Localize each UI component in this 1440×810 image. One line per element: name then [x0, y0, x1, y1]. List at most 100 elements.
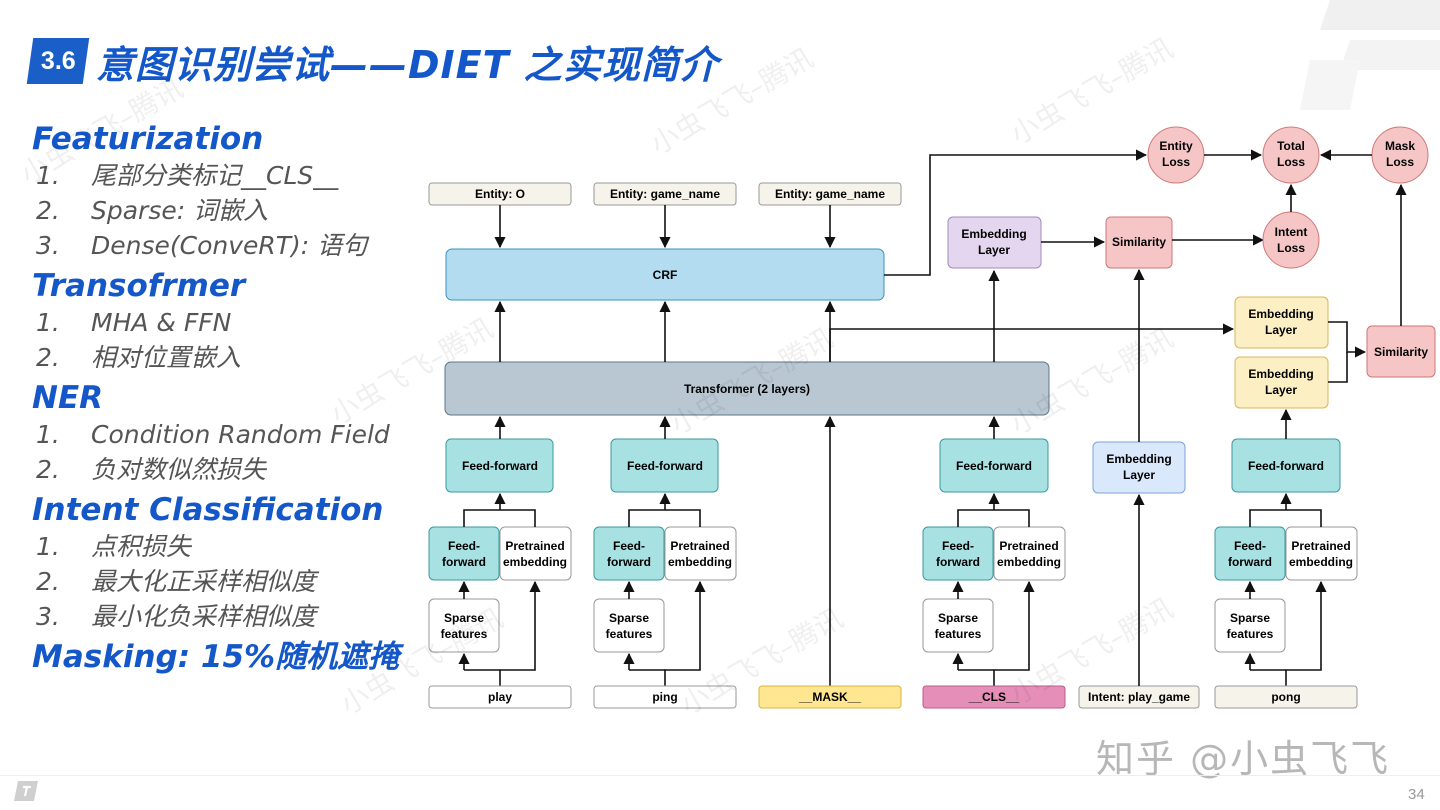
slide-title: 意图识别尝试——DIET 之实现简介	[96, 43, 719, 87]
svg-text:embedding: embedding	[503, 555, 567, 569]
mask-similarity: Similarity	[1366, 325, 1436, 378]
list-item: 3.最小化负采样相似度	[36, 602, 317, 631]
token-mask: __MASK__	[758, 685, 902, 709]
section-heading: Masking: 15%随机遮掩	[32, 639, 400, 675]
section-heading: NER	[32, 380, 103, 416]
feed-forward-block: Feed-forward	[1231, 438, 1341, 493]
crf-block: CRF	[445, 248, 885, 301]
svg-text:Feed-forward: Feed-forward	[627, 459, 703, 473]
footer-logo-icon	[14, 781, 38, 801]
svg-text:forward: forward	[607, 555, 651, 569]
svg-text:Layer: Layer	[1265, 383, 1297, 397]
svg-text:Intent: Intent	[1275, 225, 1308, 239]
svg-text:Embedding: Embedding	[1248, 367, 1313, 381]
feed-forward-block: Feed-forward	[939, 438, 1049, 493]
svg-text:Intent: play_game: Intent: play_game	[1088, 690, 1190, 704]
svg-text:Entity: game_name: Entity: game_name	[775, 187, 885, 201]
svg-text:Loss: Loss	[1162, 155, 1190, 169]
svg-text:Pretrained: Pretrained	[999, 539, 1058, 553]
entity-label: Entity: game_name	[593, 182, 737, 206]
svg-text:embedding: embedding	[997, 555, 1061, 569]
list-item: 1.尾部分类标记__CLS__	[36, 161, 339, 190]
total-loss: Total Loss	[1262, 126, 1320, 184]
svg-text:Pretrained: Pretrained	[1291, 539, 1350, 553]
intent-similarity: Similarity	[1105, 216, 1173, 269]
cls-embedding-layer: Embedding Layer	[947, 216, 1042, 269]
entity-loss: Entity Loss	[1147, 126, 1205, 184]
section-transformer: Transofrmer 1.MHA & FFN 2.相对位置嵌入	[32, 267, 432, 375]
list-item: 1.点积损失	[36, 532, 192, 561]
section-heading: Intent Classification	[32, 492, 384, 528]
section-masking: Masking: 15%随机遮掩	[32, 638, 432, 676]
entity-label: Entity: O	[428, 182, 572, 206]
token-encoder-group: Feed- forward Pretrained embedding Spars…	[593, 492, 737, 686]
feed-forward-block: Feed-forward	[445, 438, 554, 493]
intent-loss: Intent Loss	[1262, 211, 1320, 269]
mask-loss: Mask Loss	[1371, 126, 1429, 184]
svg-text:__CLS__: __CLS__	[968, 690, 1020, 704]
svg-text:Feed-: Feed-	[448, 539, 480, 553]
svg-text:Layer: Layer	[1265, 323, 1297, 337]
svg-text:Embedding: Embedding	[1106, 452, 1171, 466]
svg-text:Similarity: Similarity	[1112, 235, 1166, 249]
footer-divider	[0, 775, 1440, 776]
section-ner: NER 1.Condition Random Field 2.负对数似然损失	[32, 379, 432, 487]
svg-text:Feed-: Feed-	[942, 539, 974, 553]
svg-text:embedding: embedding	[1289, 555, 1353, 569]
svg-text:Pretrained: Pretrained	[505, 539, 564, 553]
svg-text:Sparse: Sparse	[1230, 611, 1270, 625]
token-pong: pong	[1214, 685, 1358, 709]
svg-text:features: features	[441, 627, 488, 641]
svg-text:Embedding: Embedding	[961, 227, 1026, 241]
svg-text:Total: Total	[1277, 139, 1305, 153]
svg-text:Entity: O: Entity: O	[475, 187, 525, 201]
svg-text:Loss: Loss	[1277, 241, 1305, 255]
svg-text:Feed-forward: Feed-forward	[1248, 459, 1324, 473]
svg-text:features: features	[606, 627, 653, 641]
page-number: 34	[1408, 786, 1425, 803]
svg-text:Feed-: Feed-	[613, 539, 645, 553]
svg-text:Similarity: Similarity	[1374, 345, 1428, 359]
list-item: 1.Condition Random Field	[36, 420, 390, 449]
token-embedding-layer: Embedding Layer	[1234, 356, 1329, 409]
corner-decoration	[1300, 0, 1440, 110]
svg-text:embedding: embedding	[668, 555, 732, 569]
svg-text:Layer: Layer	[1123, 468, 1155, 482]
outline: Featurization 1.尾部分类标记__CLS__ 2.Sparse: …	[32, 120, 432, 680]
svg-text:forward: forward	[442, 555, 486, 569]
feed-forward-block: Feed-forward	[610, 438, 719, 493]
list-item: 2.负对数似然损失	[36, 455, 267, 484]
token-encoder-group: Feed- forward Pretrained embedding Spars…	[1214, 492, 1358, 686]
svg-text:Entity: game_name: Entity: game_name	[610, 187, 720, 201]
svg-text:Embedding: Embedding	[1248, 307, 1313, 321]
svg-text:forward: forward	[936, 555, 980, 569]
entity-label: Entity: game_name	[758, 182, 902, 206]
svg-text:Layer: Layer	[978, 243, 1010, 257]
svg-text:Mask: Mask	[1385, 139, 1415, 153]
section-intent: Intent Classification 1.点积损失 2.最大化正采样相似度…	[32, 491, 432, 634]
token-ping: ping	[593, 685, 737, 709]
svg-text:Loss: Loss	[1277, 155, 1305, 169]
section-heading: Transofrmer	[32, 268, 246, 304]
svg-text:features: features	[935, 627, 982, 641]
svg-text:Sparse: Sparse	[938, 611, 978, 625]
svg-text:__MASK__: __MASK__	[798, 690, 861, 704]
svg-text:Feed-forward: Feed-forward	[956, 459, 1032, 473]
svg-text:Sparse: Sparse	[444, 611, 484, 625]
svg-text:Pretrained: Pretrained	[670, 539, 729, 553]
mask-embedding-layer: Embedding Layer	[1234, 296, 1329, 349]
svg-text:Feed-forward: Feed-forward	[462, 459, 538, 473]
list-item: 2.最大化正采样相似度	[36, 567, 317, 596]
svg-text:CRF: CRF	[653, 268, 678, 282]
token-encoder-group: Feed- forward Pretrained embedding Spars…	[428, 492, 572, 686]
svg-text:Transformer (2 layers): Transformer (2 layers)	[684, 382, 810, 396]
list-item: 1.MHA & FFN	[36, 308, 232, 337]
svg-text:Entity: Entity	[1159, 139, 1193, 153]
token-play: play	[428, 685, 572, 709]
list-item: 2.相对位置嵌入	[36, 343, 242, 372]
svg-text:play: play	[488, 690, 512, 704]
list-item: 2.Sparse: 词嵌入	[36, 196, 269, 225]
transformer-block: Transformer (2 layers)	[444, 361, 1050, 416]
